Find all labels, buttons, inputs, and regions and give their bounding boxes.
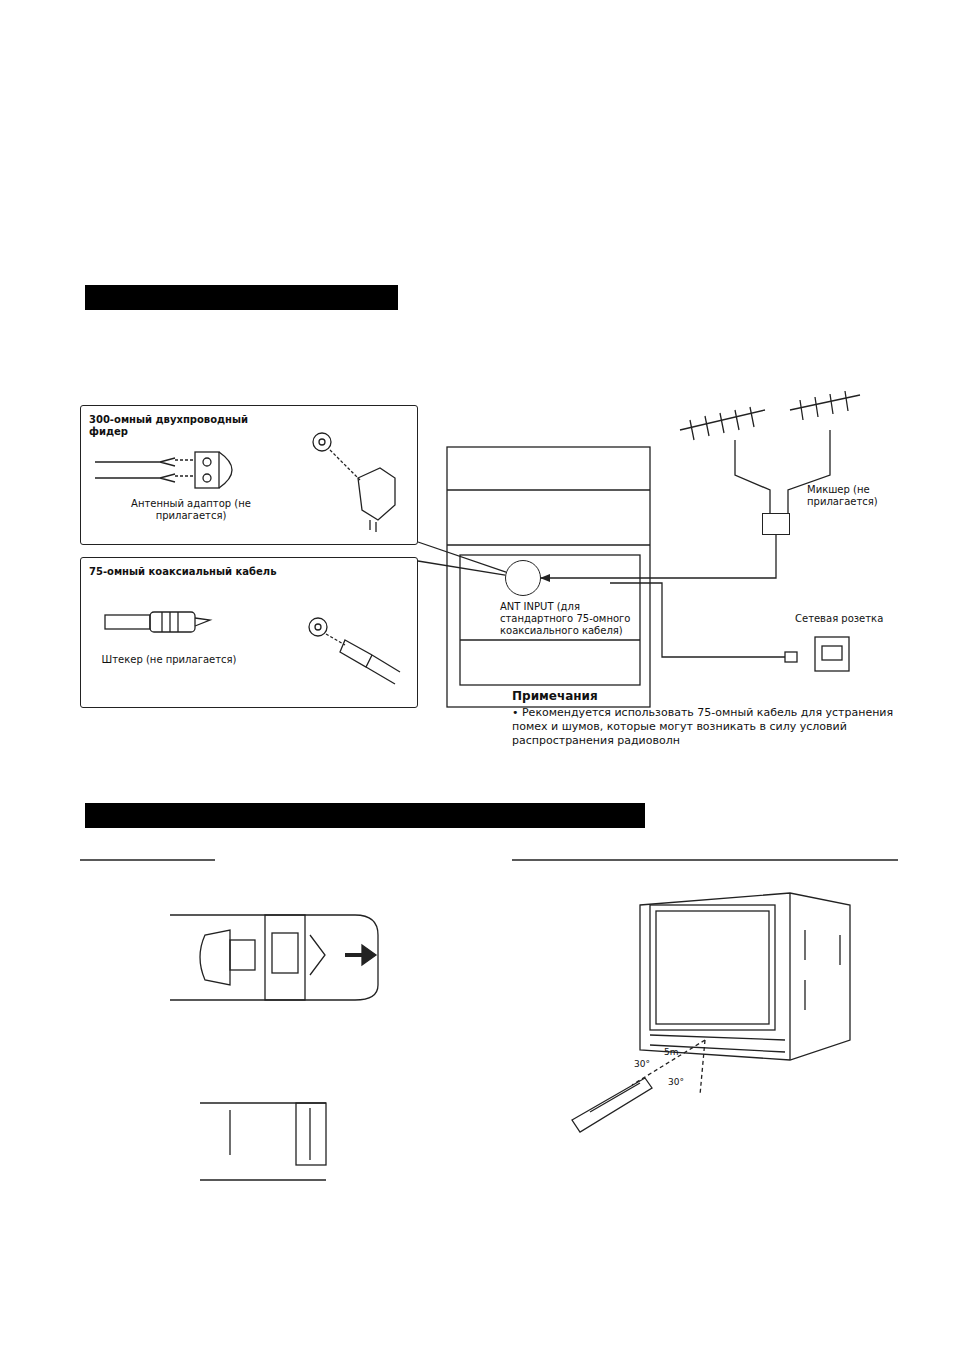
angle-label: 30° — [634, 1058, 664, 1070]
outlet-label: Сетевая розетка — [795, 612, 905, 625]
coax-box: 75-омный коаксиальный кабельШтекер (не п… — [80, 557, 418, 708]
ant-input-circle: ANT INPUT (для стандартного 75-омного ко… — [505, 560, 541, 596]
notes-heading: Примечания — [512, 688, 712, 704]
mixer-box: Микшер (не прилагается) — [762, 513, 790, 535]
feeder-box: 300-омный двухпроводный фидерАнтенный ад… — [80, 405, 418, 545]
node-label: Штекер (не прилагается) — [99, 654, 239, 666]
distance-label: 5m — [664, 1046, 694, 1058]
node-label: Антенный адаптор (не прилагается) — [121, 498, 261, 522]
connector — [541, 535, 776, 578]
connector — [418, 561, 505, 575]
node-label: Микшер (не прилагается) — [807, 484, 917, 508]
angle-label: 30° — [668, 1076, 698, 1088]
box-heading: 75-омный коаксиальный кабель — [89, 566, 279, 578]
box-heading: 300-омный двухпроводный фидер — [89, 414, 279, 438]
note-text: • Рекомендуется использовать 75-омный ка… — [512, 706, 902, 748]
node-label: ANT INPUT (для стандартного 75-омного ко… — [500, 601, 640, 637]
